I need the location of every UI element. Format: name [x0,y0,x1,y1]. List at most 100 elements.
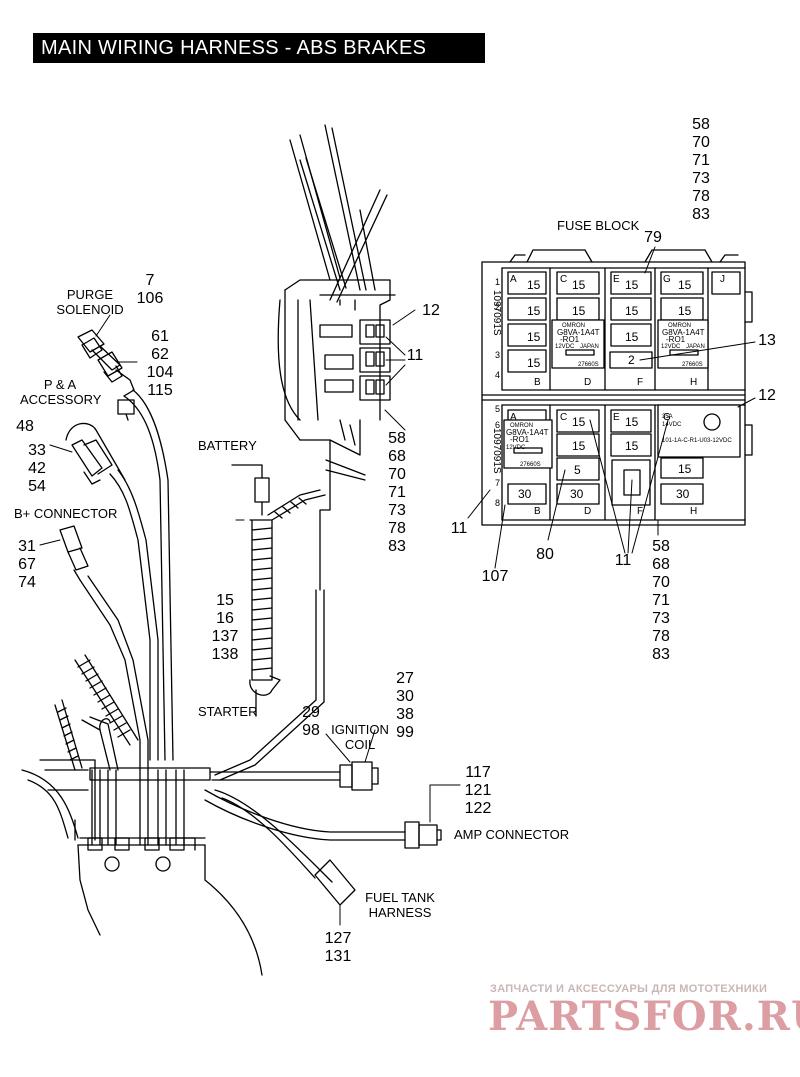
fuse-lg1: 15 [678,462,692,476]
fuse-c2: 15 [572,304,586,318]
relay1-model: G8VA-1A4T [557,328,600,337]
lcol-h: H [690,506,697,517]
relay3-brand: OMRON [510,423,533,429]
callout-fb-13: 13 [758,332,776,349]
row-2: 2 [495,302,500,312]
relay3-suffix: -RO1 [510,435,530,444]
label-starter: STARTER [198,704,258,719]
lcol-d: D [584,506,591,517]
fuse-block [467,246,756,569]
fuse-le2: 15 [625,439,639,453]
purge-solenoid-connector [77,314,121,371]
fuse-a1: 15 [527,278,541,292]
lcol-a: A [510,412,517,423]
fuse-a2: 15 [527,304,541,318]
callout-fb-11-left: 11 [450,520,468,537]
relay1-suffix: -RO1 [560,335,580,344]
row-5: 5 [495,404,500,414]
relay2-brand: OMRON [668,323,691,329]
fuse-le1: 15 [625,415,639,429]
relay4-line3: 101-1A-C-R1-U03-12VDC [662,438,732,444]
fuse-lc1: 15 [572,415,586,429]
col-b: B [534,377,541,388]
lcol-e: E [613,412,620,423]
relay1-origin: JAPAN [580,344,599,350]
label-battery: BATTERY [198,438,257,453]
fuse-a4: 15 [527,356,541,370]
col-j: J [720,274,725,285]
fuse-lc4: 30 [570,487,584,501]
relay4-line1: 35A [662,414,673,420]
relay4-line2: 14VDC [662,422,682,428]
row-3: 3 [495,350,500,360]
fuse-e3: 15 [625,330,639,344]
fuse-lc3: 5 [574,463,581,477]
col-h: H [690,377,697,388]
relay2-suffix: -RO1 [666,335,686,344]
harness-upper-branch [214,489,326,781]
relay-bracket [277,124,416,591]
fuel-tank-connector [214,789,356,926]
row-1: 1 [495,277,500,287]
relay3-voltage: 12VDC [506,445,526,451]
label-fuse-block: FUSE BLOCK [557,218,640,233]
callout-fb-12: 12 [758,387,776,404]
fuse-e2: 15 [625,304,639,318]
b-plus-connector [39,525,149,771]
col-g: G [663,274,671,285]
fuse-lg2: 30 [676,487,690,501]
label-pa-accessory: P & A ACCESSORY [20,377,102,407]
coiled-wire [54,654,139,771]
relay1-code: 27660S [578,362,599,368]
lcol-g: G [663,412,671,423]
label-purge-solenoid: PURGE SOLENOID [56,287,124,317]
relay2-code: 27660S [682,362,703,368]
watermark-brand: PARTSFOR.RU [488,993,800,1040]
fuse-lc2: 15 [572,439,586,453]
fuse-block-text: 15 15 15 15 15 15 15 15 15 15 15 2 15 15… [491,274,732,517]
callout-fb-79: 79 [644,229,662,246]
relay-connector [97,351,174,761]
battery-cable [231,464,281,717]
col-c: C [560,274,567,285]
label-ignition-coil: IGNITION COIL [331,722,389,752]
relay1-brand: OMRON [562,323,585,329]
ignition-coil-connector [209,729,379,791]
harness-trunk [87,767,211,851]
callout-bracket-11: 11 [406,347,424,364]
relay2-origin: JAPAN [686,344,705,350]
relay2-voltage: 12VDC [661,344,681,350]
lcol-c: C [560,412,567,423]
frame-outline [21,759,263,976]
relay3-model: G8VA-1A4T [506,428,549,437]
amp-connector [204,784,461,849]
side-code-lower: 1097091S [491,428,502,474]
callout-fb-11-bottom: 11 [614,552,632,569]
watermark-tagline: ЗАПЧАСТИ И АКСЕССУАРЫ ДЛЯ МОТОТЕХНИКИ [490,983,768,995]
fuse-g2: 15 [678,304,692,318]
page-title: MAIN WIRING HARNESS - ABS BRAKES [33,33,485,63]
callout-fb-80: 80 [536,546,554,563]
label-fuel-tank-harness: FUEL TANK HARNESS [365,890,435,920]
row-8: 8 [495,498,500,508]
callout-fb-107: 107 [481,568,509,585]
row-7: 7 [495,478,500,488]
col-e: E [613,274,620,285]
fuse-e1: 15 [625,278,639,292]
callout-pa-48: 48 [16,418,34,435]
fuse-c1: 15 [572,278,586,292]
relay1-voltage: 12VDC [555,344,575,350]
col-f: F [637,377,643,388]
label-b-plus-connector: B+ CONNECTOR [14,506,118,521]
